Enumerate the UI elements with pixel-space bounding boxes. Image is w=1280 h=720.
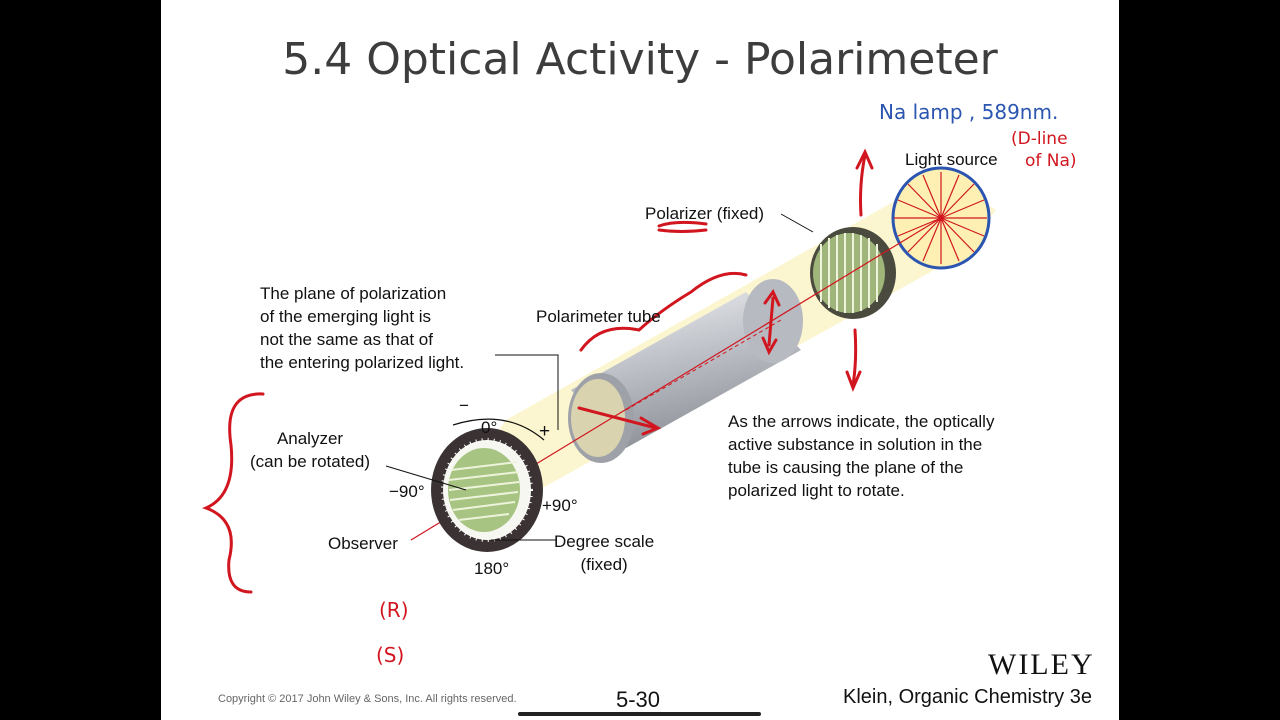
analyzer-label: Analyzer (can be rotated) — [250, 429, 371, 471]
copyright: Copyright © 2017 John Wiley & Sons, Inc.… — [218, 693, 517, 705]
plane-note: The plane of polarization of the emergin… — [260, 284, 465, 372]
d-line-note: (D-line of Na) — [1011, 129, 1077, 171]
degree-0-label: 0° — [481, 418, 498, 437]
polarizer-label: Polarizer (fixed) — [645, 204, 765, 223]
degree-minus90-label: −90° — [389, 482, 425, 501]
plus-sign: + — [539, 421, 551, 442]
observer-label: Observer — [328, 534, 398, 553]
polarimeter-tube — [568, 279, 803, 463]
polarimeter-figure — [201, 148, 996, 594]
degree-180-label: 180° — [474, 559, 510, 578]
ink-marks — [201, 148, 874, 594]
slide: 5.4 Optical Activity - Polarimeter Light… — [161, 0, 1119, 720]
minus-sign: − — [459, 396, 469, 415]
s-note: (S) — [376, 643, 405, 667]
analyzer-disc — [431, 428, 543, 552]
page-title: 5.4 Optical Activity - Polarimeter — [282, 34, 998, 85]
book-credit: Klein, Organic Chemistry 3e — [843, 686, 1092, 708]
page-number: 5-30 — [616, 687, 661, 712]
rotation-note: As the arrows indicate, the optically ac… — [728, 412, 995, 500]
polarizer-disc — [810, 227, 896, 319]
publisher-logo: WILEY — [988, 648, 1095, 681]
r-note: (R) — [379, 598, 409, 622]
light-source-label: Light source — [905, 150, 998, 169]
na-lamp-note: Na lamp , 589nm. — [879, 100, 1059, 124]
degree-plus90-label: +90° — [542, 496, 578, 515]
tube-label: Polarimeter tube — [536, 307, 661, 326]
degree-scale-label: Degree scale (fixed) — [554, 532, 655, 574]
progress-bar — [518, 712, 761, 716]
